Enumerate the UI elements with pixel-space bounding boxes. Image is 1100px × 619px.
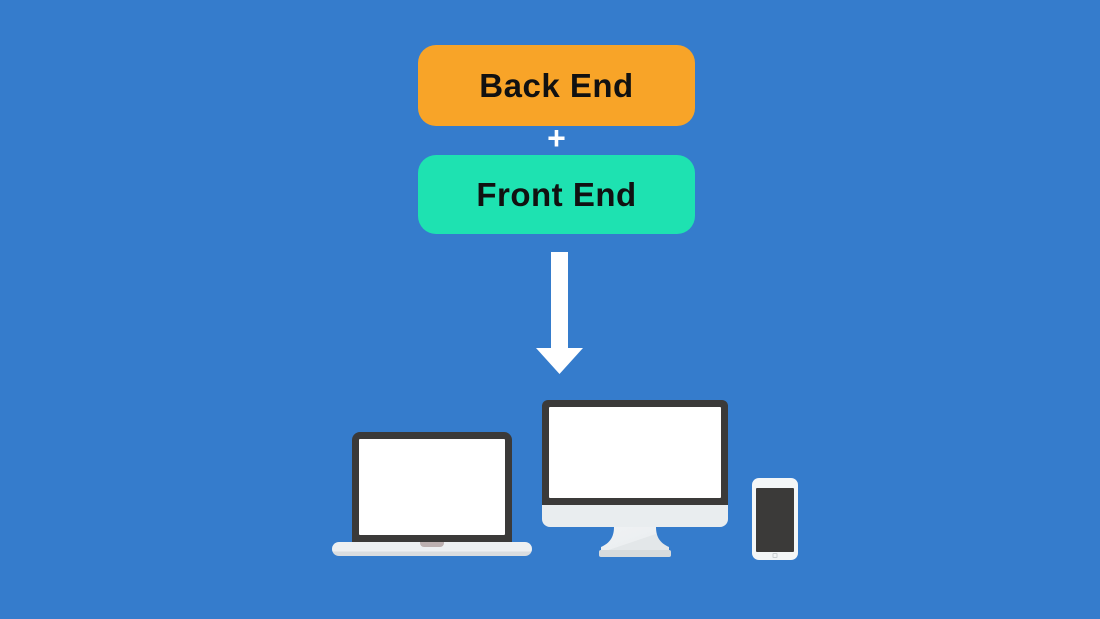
desktop-monitor-icon	[542, 400, 728, 557]
back-end-node: Back End	[418, 45, 695, 126]
laptop-notch	[420, 542, 444, 547]
laptop-screen-frame	[352, 432, 512, 542]
front-end-label: Front End	[476, 175, 637, 213]
back-end-label: Back End	[479, 66, 634, 104]
phone-home-button	[772, 553, 778, 558]
monitor-foot	[599, 550, 671, 557]
smartphone-icon	[752, 478, 798, 560]
laptop-base	[332, 542, 532, 556]
front-end-node: Front End	[418, 155, 695, 234]
monitor-display	[549, 407, 721, 498]
monitor-chin	[542, 505, 728, 527]
down-arrow-shape	[536, 252, 583, 374]
laptop-icon	[332, 432, 532, 556]
phone-screen	[756, 488, 794, 552]
laptop-display	[359, 439, 505, 535]
monitor-stand	[601, 527, 669, 550]
plus-operator: +	[547, 120, 566, 156]
down-arrow-icon	[536, 252, 583, 374]
monitor-frame	[542, 400, 728, 505]
monitor-stand-shape	[601, 527, 669, 550]
